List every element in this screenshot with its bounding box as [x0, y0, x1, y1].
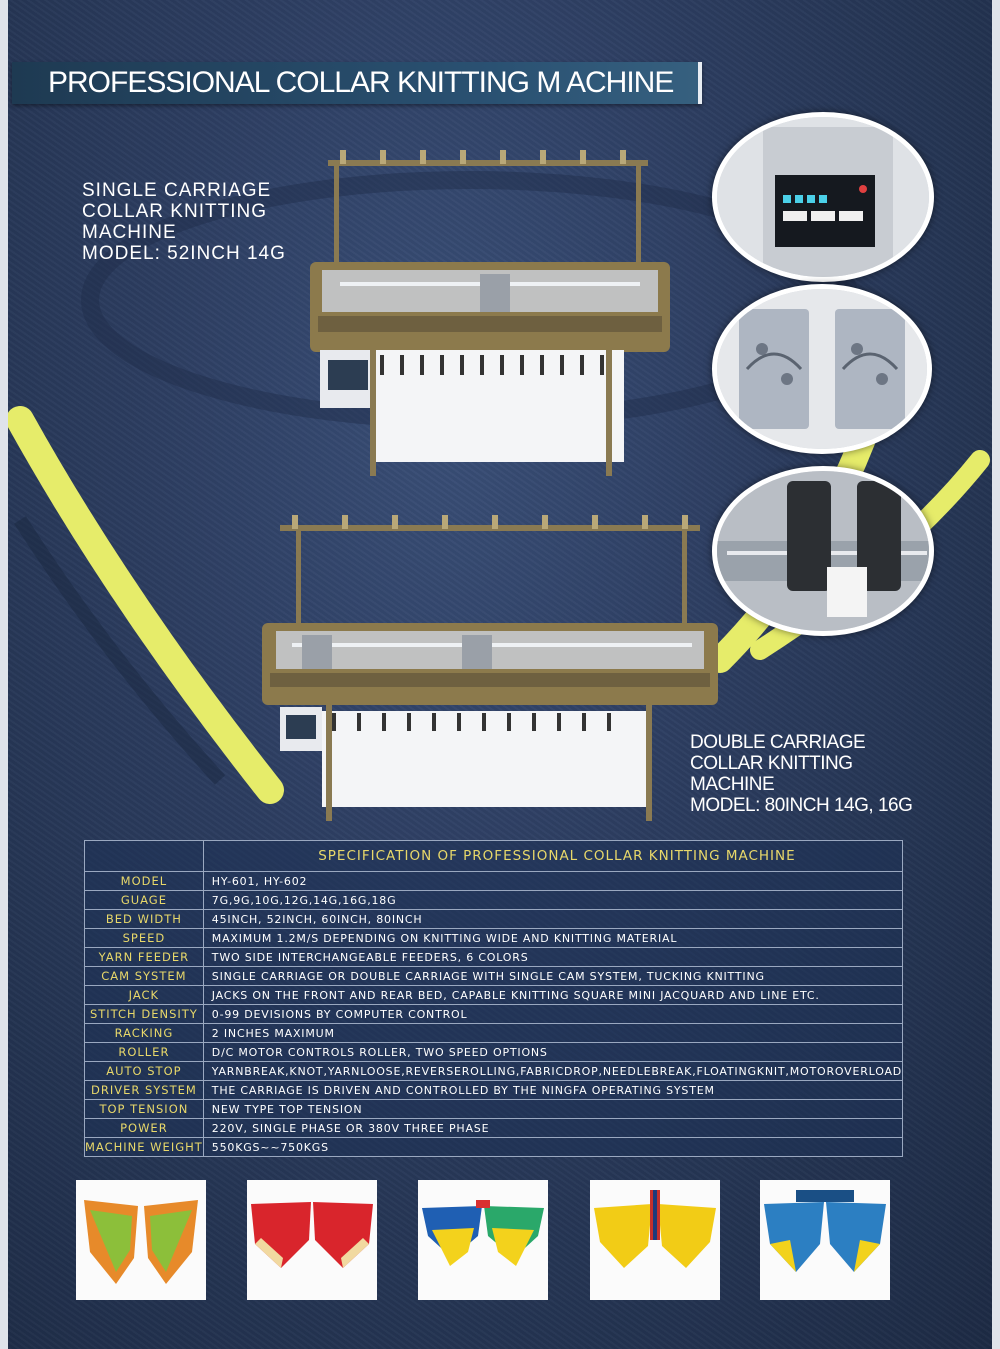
orange-green-collar-sample	[76, 1180, 206, 1300]
single-caption-line-4: MODEL: 52INCH 14G	[82, 243, 286, 264]
blue-collar-sample	[760, 1180, 890, 1300]
spec-table-header-row: SPECIFICATION OF PROFESSIONAL COLLAR KNI…	[84, 840, 904, 872]
spec-value: MAXIMUM 1.2M/S DEPENDING ON KNITTING WID…	[202, 928, 904, 948]
spec-label: DRIVER SYSTEM	[84, 1080, 204, 1100]
spec-value: NEW TYPE TOP TENSION	[202, 1099, 904, 1119]
red-collar-sample	[247, 1180, 377, 1300]
spec-value: D/C MOTOR CONTROLS ROLLER, TWO SPEED OPT…	[202, 1042, 904, 1062]
right-frame-edge	[992, 0, 1000, 1349]
single-caption-line-1: SINGLE CARRIAGE	[82, 180, 272, 201]
left-frame-edge	[0, 0, 8, 1349]
yellow-collar-sample	[590, 1180, 720, 1300]
spec-label: ROLLER	[84, 1042, 204, 1062]
spec-label: JACK	[84, 985, 204, 1005]
spec-label: MODEL	[84, 871, 204, 891]
title-banner: PROFESSIONAL COLLAR KNITTING M ACHINE	[12, 62, 702, 104]
spec-value: YARNBREAK,KNOT,YARNLOOSE,REVERSEROLLING,…	[202, 1061, 904, 1081]
spec-label: AUTO STOP	[84, 1061, 204, 1081]
spec-label: BED WIDTH	[84, 909, 204, 929]
double-caption-line-2: COLLAR KNITTING	[690, 753, 853, 774]
double-carriage-machine-image	[262, 515, 718, 821]
spec-label: TOP TENSION	[84, 1099, 204, 1119]
spec-label: GUAGE	[84, 890, 204, 910]
spec-value: THE CARRIAGE IS DRIVEN AND CONTROLLED BY…	[202, 1080, 904, 1100]
spec-value: JACKS ON THE FRONT AND REAR BED, CAPABLE…	[202, 985, 904, 1005]
spec-label: STITCH DENSITY	[84, 1004, 204, 1024]
spec-label: RACKING	[84, 1023, 204, 1043]
single-caption-line-2: COLLAR KNITTING	[82, 201, 267, 222]
page-title: PROFESSIONAL COLLAR KNITTING M ACHINE	[48, 66, 674, 99]
double-carriage-caption: DOUBLE CARRIAGE COLLAR KNITTING MACHINE …	[690, 732, 913, 816]
double-caption-line-1: DOUBLE CARRIAGE	[690, 732, 866, 753]
spec-header-blank	[84, 840, 204, 872]
spec-value: HY-601, HY-602	[202, 871, 904, 891]
spec-value: 0-99 DEVISIONS BY COMPUTER CONTROL	[202, 1004, 904, 1024]
double-caption-line-3: MACHINE	[690, 774, 775, 795]
spec-label: SPEED	[84, 928, 204, 948]
single-caption-line-3: MACHINE	[82, 222, 177, 243]
carriage-detail	[712, 466, 934, 636]
spec-value: SINGLE CARRIAGE OR DOUBLE CARRIAGE WITH …	[202, 966, 904, 986]
spec-label: POWER	[84, 1118, 204, 1138]
spec-value: 220V, SINGLE PHASE OR 380V THREE PHASE	[202, 1118, 904, 1138]
double-caption-line-4: MODEL: 80INCH 14G, 16G	[690, 795, 913, 816]
spec-value: TWO SIDE INTERCHANGEABLE FEEDERS, 6 COLO…	[202, 947, 904, 967]
spec-label: MACHINE WEIGHT	[84, 1137, 204, 1157]
spec-value: 2 INCHES MAXIMUM	[202, 1023, 904, 1043]
control-panel-detail	[712, 112, 934, 282]
specification-table: SPECIFICATION OF PROFESSIONAL COLLAR KNI…	[84, 840, 904, 1157]
spec-value: 550KGS~~750KGS	[202, 1137, 904, 1157]
spec-label: CAM SYSTEM	[84, 966, 204, 986]
spec-value: 7G,9G,10G,12G,14G,16G,18G	[202, 890, 904, 910]
cam-box-detail	[712, 284, 932, 454]
spec-label: YARN FEEDER	[84, 947, 204, 967]
spec-value: 45INCH, 52INCH, 60INCH, 80INCH	[202, 909, 904, 929]
single-carriage-machine-image	[310, 150, 670, 476]
single-carriage-caption: SINGLE CARRIAGE COLLAR KNITTING MACHINE …	[82, 180, 286, 264]
multicolor-collar-sample	[418, 1180, 548, 1300]
spec-table-heading: SPECIFICATION OF PROFESSIONAL COLLAR KNI…	[202, 840, 904, 872]
